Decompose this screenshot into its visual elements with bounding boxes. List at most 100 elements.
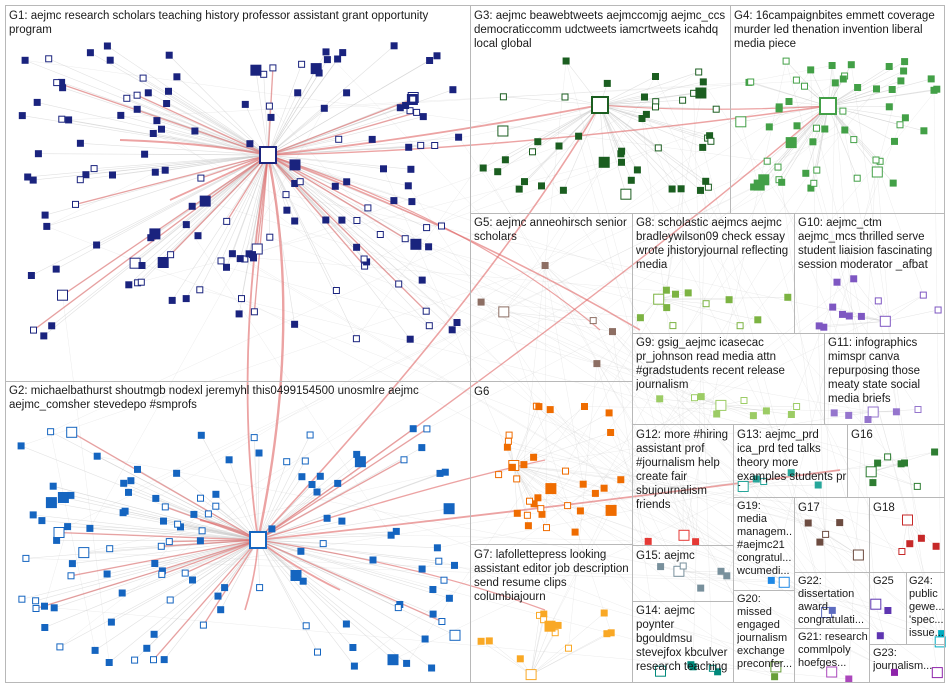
node-avatar: [125, 281, 133, 289]
edge: [202, 539, 259, 626]
node-avatar: [106, 56, 114, 64]
node-avatar: [829, 303, 837, 311]
node-avatar: [22, 554, 30, 562]
node-avatar: [515, 185, 523, 193]
node-avatar: [513, 509, 521, 517]
edge: [827, 105, 858, 179]
node-avatar: [477, 298, 485, 306]
node-avatar: [679, 96, 687, 104]
edge: [637, 169, 881, 636]
node-avatar: [387, 531, 395, 539]
node-avatar: [57, 492, 69, 503]
node-avatar: [934, 306, 942, 314]
node-avatar: [687, 661, 695, 669]
node-avatar: [161, 166, 169, 174]
edge: [530, 626, 551, 675]
edge: [513, 412, 610, 466]
edge: [267, 60, 430, 156]
edge: [408, 96, 566, 148]
node-avatar: [715, 399, 727, 411]
edge: [171, 154, 269, 301]
node-avatar: [627, 176, 635, 184]
node-avatar: [896, 121, 904, 129]
edge: [848, 159, 877, 679]
node-avatar: [58, 115, 66, 123]
node-avatar: [86, 524, 94, 532]
node-avatar: [809, 138, 817, 146]
node-avatar: [268, 525, 276, 533]
node-avatar: [189, 576, 196, 584]
edge: [120, 115, 269, 156]
node-avatar: [785, 98, 793, 105]
edge: [267, 52, 343, 156]
edge: [819, 321, 886, 327]
edge: [59, 147, 703, 648]
edge: [53, 485, 775, 677]
node-avatar: [197, 494, 204, 502]
node-avatar: [181, 569, 189, 577]
edge: [383, 168, 515, 466]
node-avatar: [30, 326, 37, 334]
node-avatar: [250, 308, 258, 316]
edge: [67, 186, 754, 527]
node-avatar: [422, 307, 430, 315]
edge: [596, 363, 942, 634]
edge: [180, 182, 782, 528]
edge: [530, 632, 556, 675]
node-avatar: [118, 589, 126, 597]
node-avatar: [67, 572, 75, 580]
node-avatar: [830, 409, 838, 417]
edge: [666, 188, 682, 291]
node-avatar: [898, 548, 906, 555]
node-avatar: [301, 457, 309, 465]
edge: [109, 539, 259, 663]
node-avatar: [526, 497, 533, 505]
edge: [232, 253, 833, 611]
node-avatar: [194, 232, 202, 240]
edge: [853, 278, 886, 322]
edge: [567, 505, 941, 643]
node-avatar: [41, 211, 49, 219]
edge: [810, 69, 827, 613]
node-avatar: [906, 540, 914, 548]
node-avatar: [322, 48, 330, 56]
node-avatar: [406, 335, 414, 343]
node-avatar: [289, 159, 301, 171]
edge: [257, 539, 445, 581]
node-avatar: [605, 409, 613, 417]
group-label-g18: G18: [873, 502, 895, 514]
edge: [726, 124, 901, 576]
node-avatar: [168, 296, 176, 304]
node-avatar: [250, 64, 262, 76]
node-avatar: [697, 186, 704, 194]
edge: [94, 539, 259, 651]
node-avatar: [900, 67, 908, 75]
node-avatar: [320, 104, 328, 112]
edge: [46, 226, 809, 524]
group-box-g6: [470, 381, 633, 545]
node-avatar: [431, 142, 439, 149]
node-avatar: [212, 502, 220, 510]
edge: [580, 510, 942, 634]
edge: [257, 539, 399, 608]
edge: [851, 64, 938, 673]
edge: [96, 154, 269, 246]
node-avatar: [343, 178, 351, 186]
node-avatar: [656, 395, 664, 403]
edge: [226, 267, 597, 364]
node-avatar: [138, 262, 146, 269]
edge: [426, 331, 613, 430]
node-avatar: [21, 56, 29, 64]
edge: [720, 405, 797, 407]
node-avatar: [919, 291, 927, 299]
node-avatar: [854, 84, 862, 91]
edge: [532, 151, 833, 611]
edge: [70, 539, 259, 577]
edge: [126, 98, 269, 156]
edge: [152, 539, 259, 661]
node-avatar: [173, 73, 181, 81]
edge: [257, 539, 438, 549]
edge: [565, 60, 696, 542]
edge: [54, 607, 849, 680]
